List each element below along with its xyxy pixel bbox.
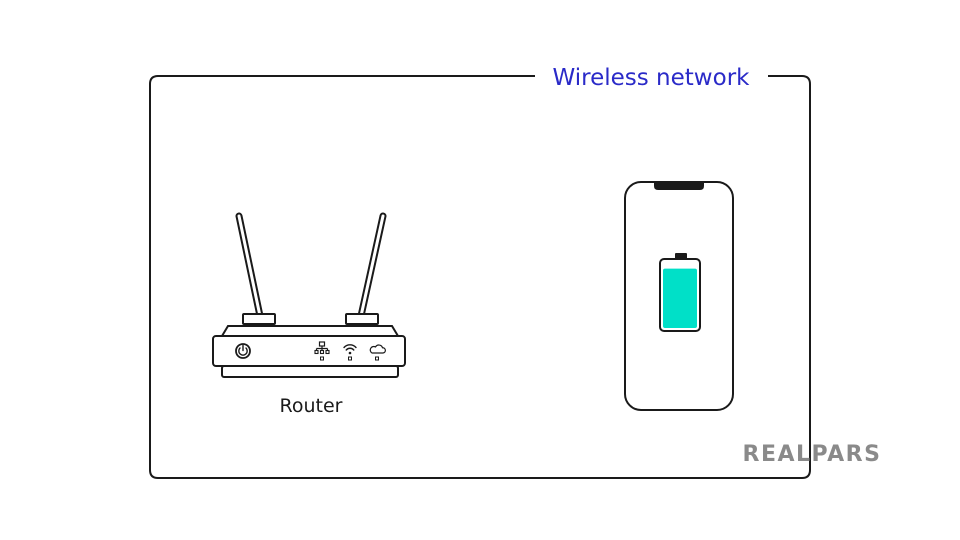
router-body: [212, 335, 406, 367]
network-title: Wireless network: [553, 65, 751, 91]
router: [212, 212, 406, 378]
brand-logo: REALPARS: [743, 442, 882, 467]
network-boundary-frame: [149, 75, 811, 479]
router-antenna-base-right: [345, 313, 379, 325]
router-antenna-left-inner: [237, 214, 262, 318]
router-top-plate: [220, 325, 400, 337]
cloud-led: [375, 356, 379, 361]
battery-charge-level: [663, 268, 697, 328]
battery-icon: [659, 253, 701, 332]
router-antenna-base-left: [242, 313, 276, 325]
cloud-icon: [369, 344, 386, 354]
router-bottom-plate: [221, 365, 399, 378]
ethernet-icon: [314, 341, 330, 355]
wifi-led: [348, 356, 352, 361]
router-label: Router: [280, 395, 343, 417]
wifi-icon: [343, 344, 357, 355]
phone-notch: [654, 182, 704, 190]
smartphone: [624, 181, 734, 411]
power-icon: [235, 343, 251, 359]
router-antenna-right-inner: [359, 214, 385, 318]
ethernet-led: [320, 356, 324, 361]
